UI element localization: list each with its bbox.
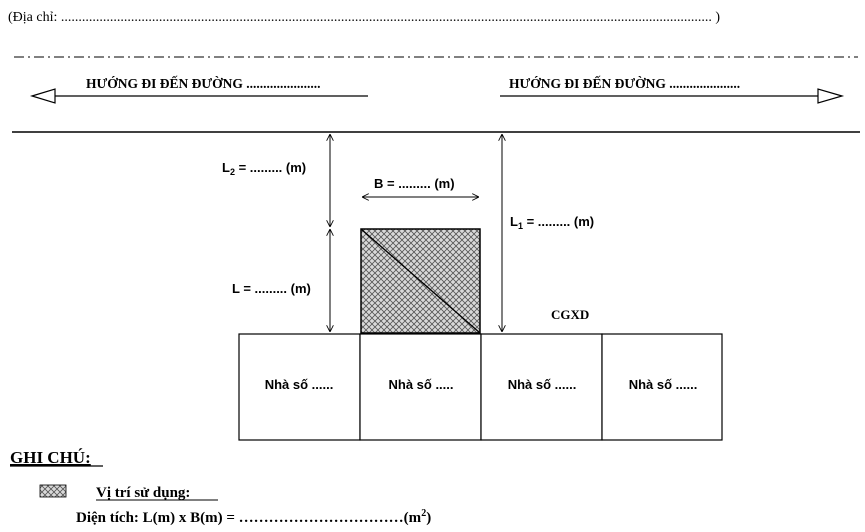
usage-area-diagonal (360, 228, 481, 334)
notes-title: GHI CHÚ: (10, 448, 91, 467)
direction-right-label: HƯỚNG ĐI ĐẾN ĐƯỜNG ..................... (509, 76, 740, 91)
house-4-label: Nhà số ...... (629, 377, 698, 392)
dimension-l1-label: L1 = ......... (m) (510, 214, 594, 231)
direction-right-arrowhead (817, 88, 845, 104)
address-dots: ........................................… (61, 10, 712, 25)
direction-left-arrowhead (29, 88, 56, 104)
dimension-b-label: B = ......... (m) (374, 176, 455, 191)
house-4-box (601, 333, 723, 441)
address-line: (Địa chỉ: ..............................… (8, 10, 720, 25)
address-label: (Địa chỉ: (8, 10, 61, 25)
address-close: ) (712, 10, 721, 25)
legend-hatch-swatch (39, 484, 67, 498)
direction-left-label: HƯỚNG ĐI ĐẾN ĐƯỜNG .....................… (86, 76, 321, 91)
house-2-box (359, 333, 482, 441)
house-1-label: Nhà số ...... (265, 377, 334, 392)
house-2-label: Nhà số ..... (388, 377, 453, 392)
houses-row: Nhà số ...... Nhà số ..... Nhà số ......… (238, 333, 723, 441)
house-3-box (480, 333, 603, 441)
cgxd-label: CGXD (551, 307, 589, 322)
dimension-l-label: L = ......... (m) (232, 281, 311, 296)
house-1-box (238, 333, 361, 441)
dimension-l2-label: L2 = ......... (m) (222, 160, 306, 177)
house-3-label: Nhà số ...... (508, 377, 577, 392)
area-formula: Diện tích: L(m) x B(m) = ……………………………(m2) (76, 508, 431, 526)
usage-label: Vị trí sử dụng: (96, 485, 190, 501)
